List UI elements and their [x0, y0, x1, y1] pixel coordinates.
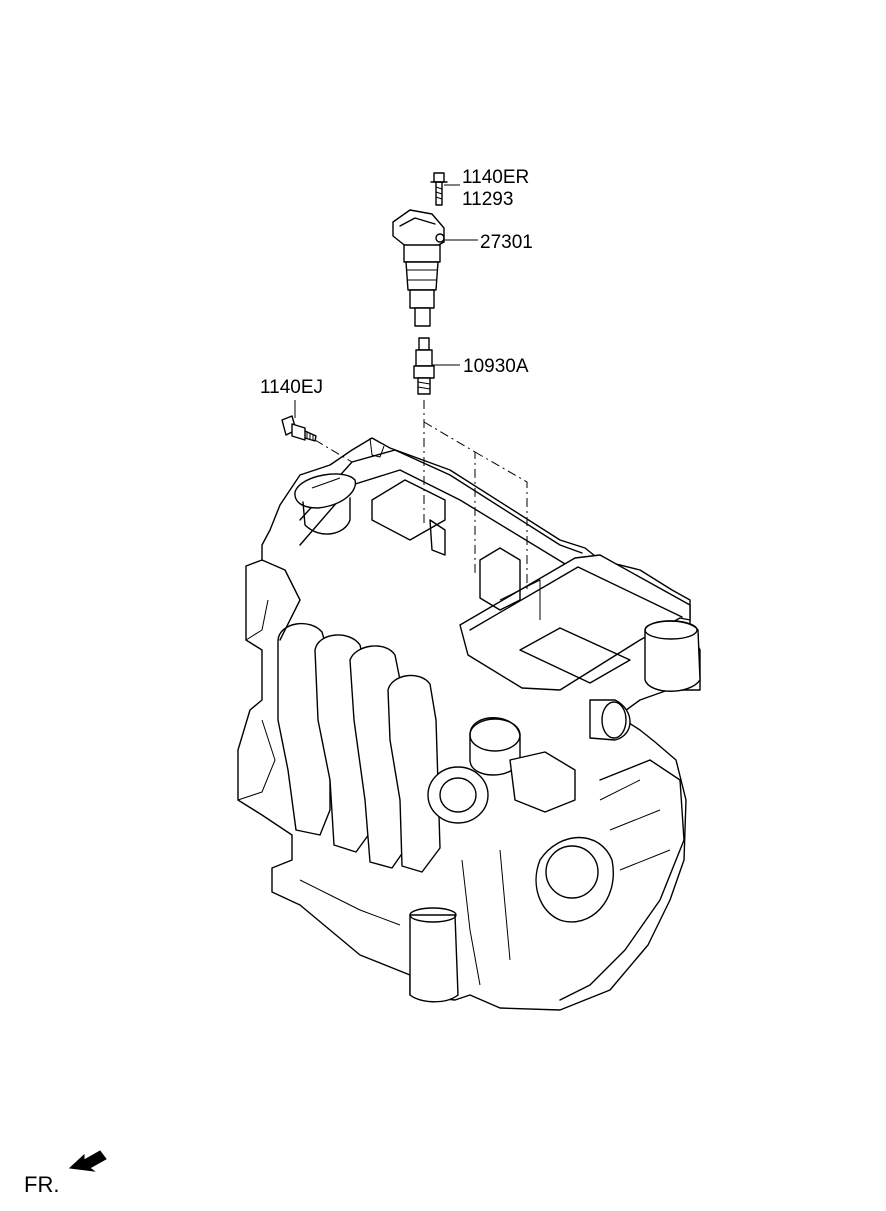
label-1140er: 1140ER [462, 167, 529, 188]
side-bolt [281, 415, 317, 442]
leader-lines [294, 184, 478, 418]
label-10930a: 10930A [463, 356, 529, 377]
front-arrow-icon [68, 1150, 107, 1172]
coil-bolt [430, 172, 448, 206]
spark-plug [413, 337, 435, 395]
label-27301: 27301 [480, 232, 533, 253]
installation-lines [314, 400, 528, 590]
label-11293: 11293 [462, 189, 513, 210]
front-label: FR. [24, 1172, 59, 1197]
engine-assembly [237, 437, 701, 1011]
front-direction-marker: FR. [24, 1150, 107, 1197]
ignition-coil [392, 209, 445, 327]
label-1140ej: 1140EJ [260, 377, 323, 398]
